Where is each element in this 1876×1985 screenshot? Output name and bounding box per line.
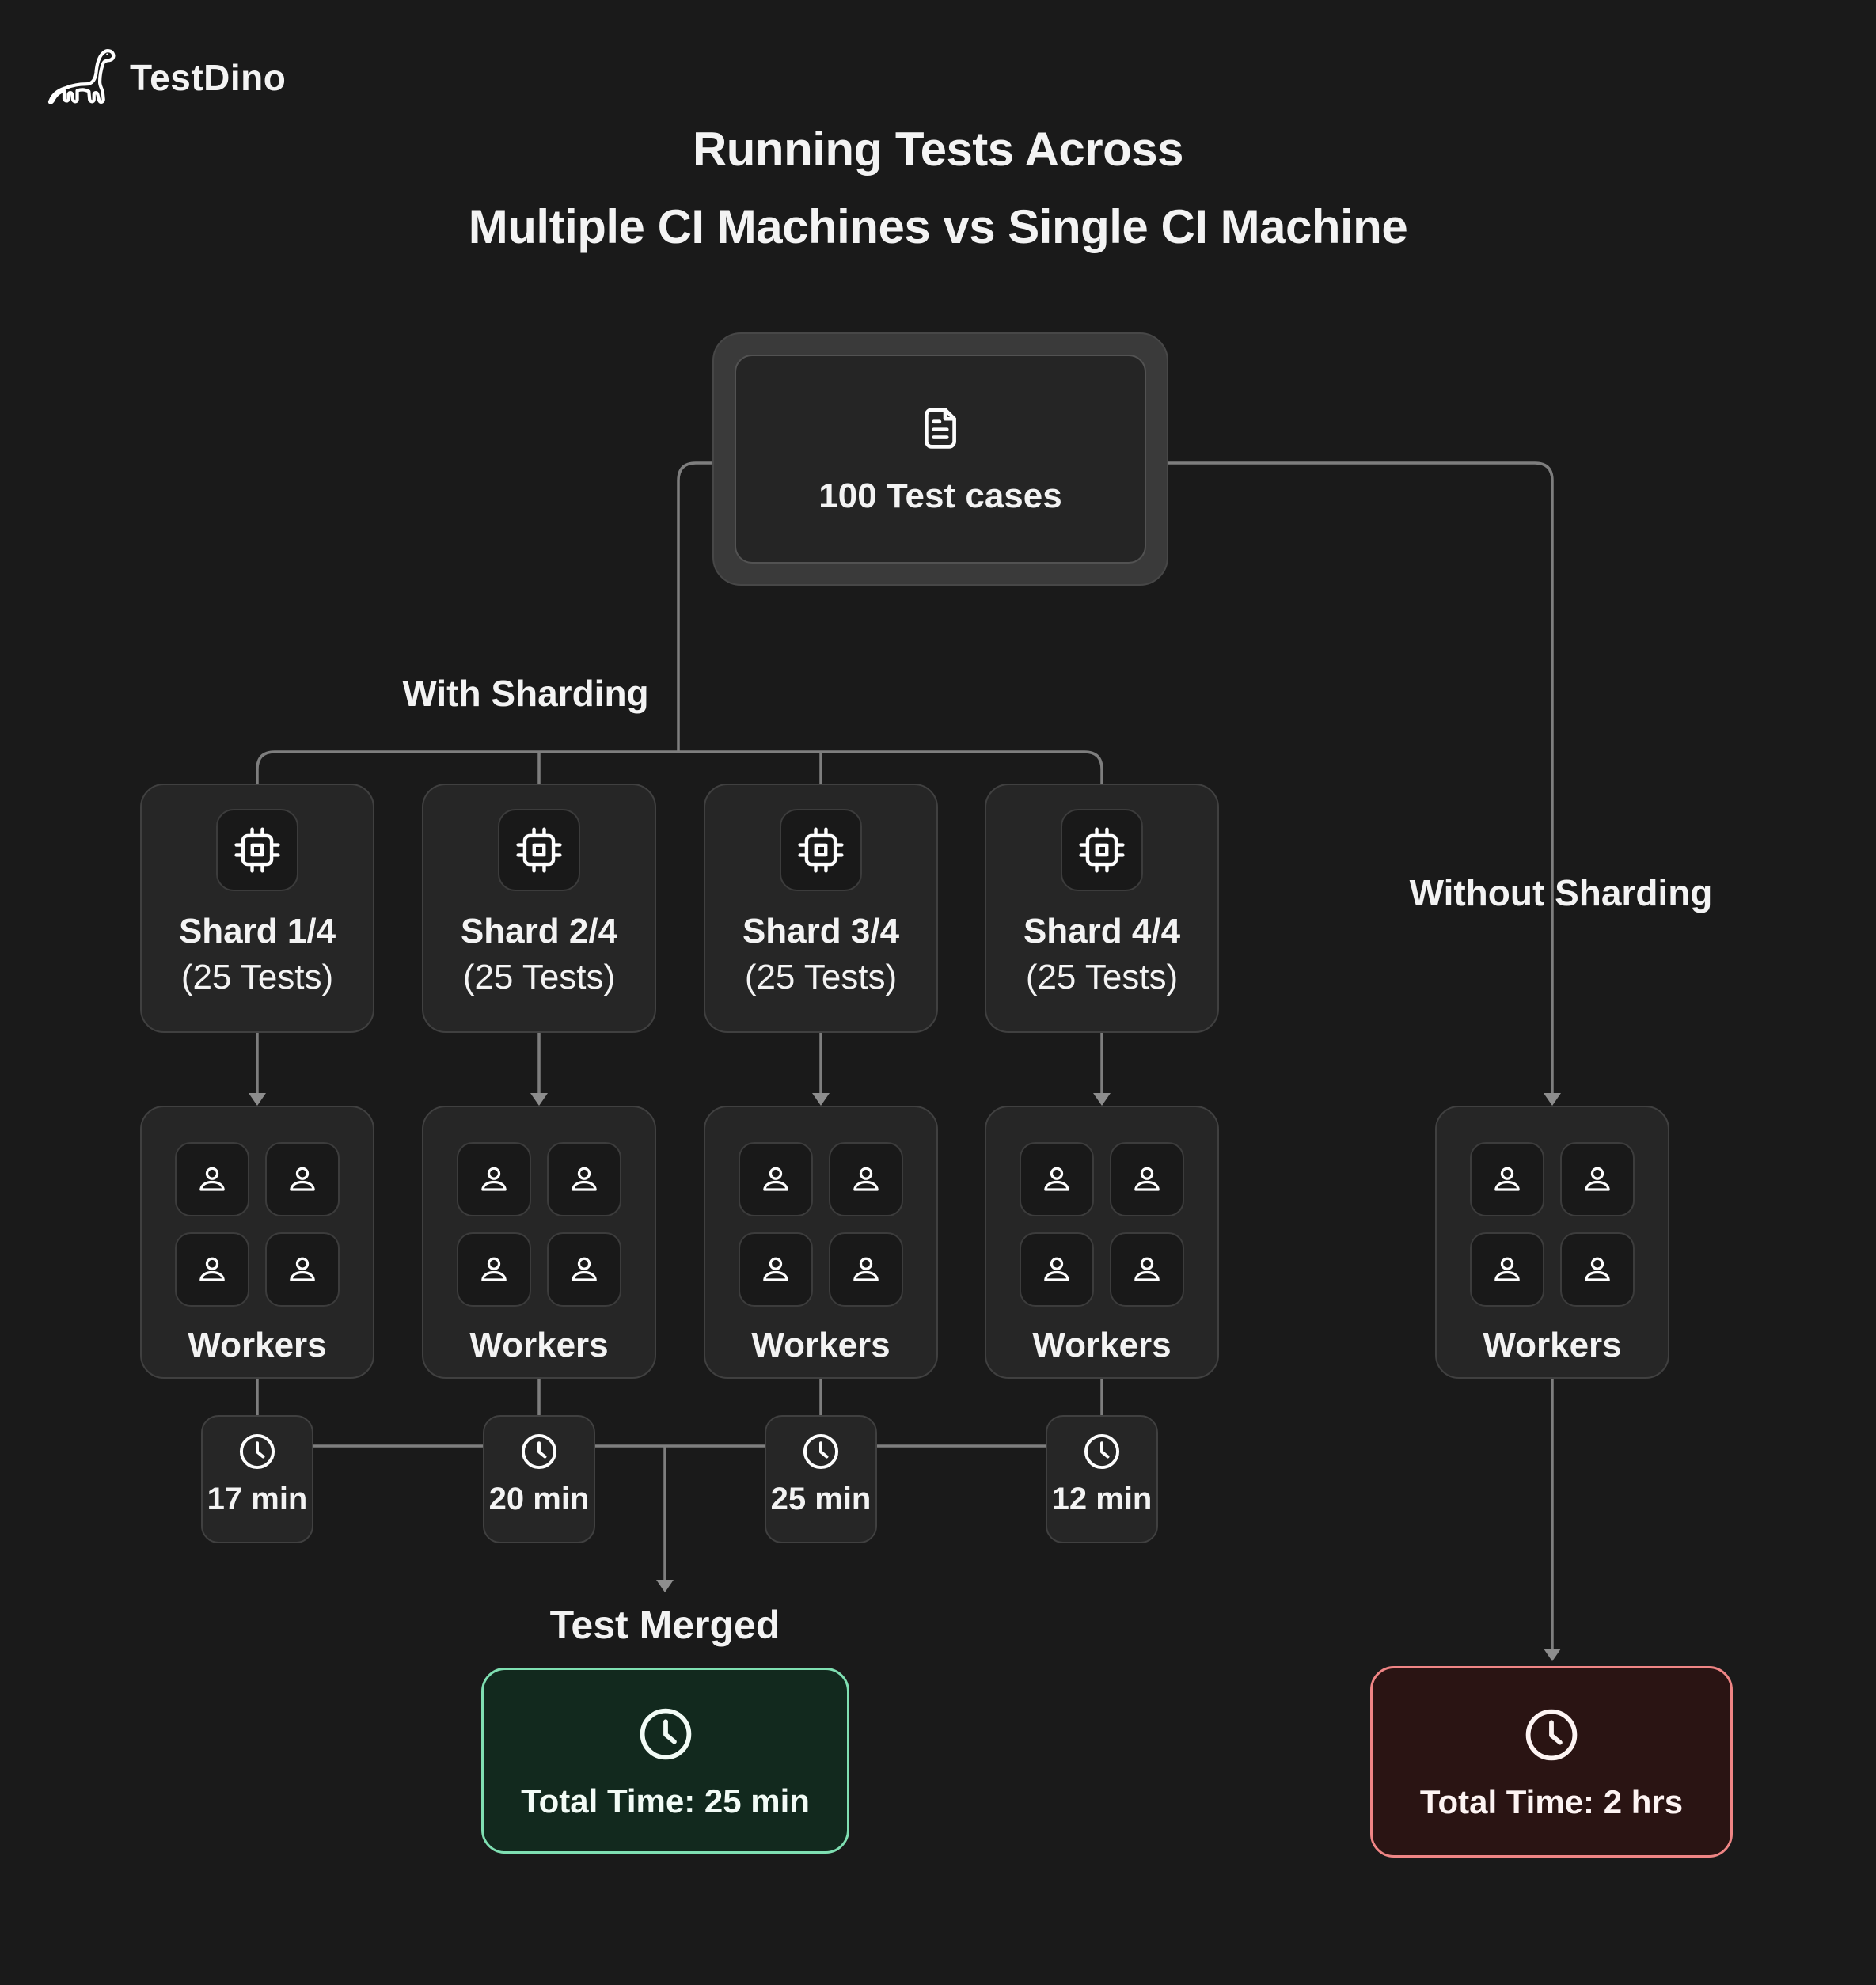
user-icon [481, 1167, 507, 1191]
shard-node-2: Shard 2/4 (25 Tests) [422, 784, 656, 1033]
page-title: Running Tests Across Multiple CI Machine… [0, 111, 1876, 266]
cpu-icon [1077, 826, 1126, 875]
shard-time-4: 12 min [1046, 1415, 1158, 1543]
total-time-sharded-label: Total Time: 25 min [521, 1782, 810, 1820]
clock-icon [239, 1433, 275, 1470]
clock-icon [803, 1433, 839, 1470]
user-icon [199, 1257, 225, 1281]
user-icon [1044, 1167, 1069, 1191]
arrowhead [249, 1093, 1561, 1661]
shard-title: Shard 3/4 [742, 912, 900, 951]
clock-icon [1519, 1702, 1584, 1767]
file-text-icon [914, 402, 966, 454]
total-time-single-label: Total Time: 2 hrs [1419, 1783, 1684, 1820]
workers-node-shard-1: Workers [140, 1106, 374, 1379]
shard-subtitle: (25 Tests) [180, 958, 334, 996]
user-icon [1134, 1167, 1160, 1191]
user-icon [763, 1167, 788, 1191]
user-icon [763, 1257, 788, 1281]
user-icon [481, 1257, 507, 1281]
user-icon [1044, 1257, 1069, 1281]
dinosaur-icon [47, 49, 116, 104]
time-label: 12 min [1051, 1482, 1153, 1516]
shard-title: Shard 1/4 [178, 912, 336, 951]
shard-subtitle: (25 Tests) [744, 958, 898, 996]
shard-time-2: 20 min [483, 1415, 595, 1543]
brand-logo: TestDino [46, 43, 286, 112]
total-time-single-box: Total Time: 2 hrs [1370, 1666, 1733, 1858]
shard-title: Shard 4/4 [1023, 912, 1181, 951]
workers-label: Workers [1483, 1326, 1622, 1364]
shard-node-3: Shard 3/4 (25 Tests) [704, 784, 938, 1033]
root-node-label: 100 Test cases [818, 476, 1062, 515]
user-icon [1134, 1257, 1160, 1281]
shard-title: Shard 2/4 [460, 912, 618, 951]
user-icon [1585, 1257, 1610, 1281]
user-icon [853, 1257, 879, 1281]
shard-time-1: 17 min [201, 1415, 313, 1543]
total-time-sharded-box: Total Time: 25 min [481, 1668, 849, 1854]
title-line-1: Running Tests Across [692, 123, 1184, 176]
time-label: 25 min [770, 1482, 872, 1516]
workers-label: Workers [1032, 1326, 1172, 1364]
user-icon [290, 1167, 315, 1191]
shard-node-1: Shard 1/4 (25 Tests) [140, 784, 374, 1033]
clock-icon [1084, 1433, 1120, 1470]
clock-icon [633, 1702, 698, 1767]
workers-label: Workers [751, 1326, 891, 1364]
root-node-test-cases: 100 Test cases [712, 332, 1168, 586]
shard-subtitle: (25 Tests) [462, 958, 616, 996]
workers-label: Workers [469, 1326, 609, 1364]
shard-time-3: 25 min [765, 1415, 877, 1543]
workers-node-single-machine: Workers [1435, 1106, 1669, 1379]
clock-icon [521, 1433, 557, 1470]
cpu-icon [796, 826, 845, 875]
shard-subtitle: (25 Tests) [1025, 958, 1179, 996]
user-icon [572, 1167, 597, 1191]
user-icon [1494, 1257, 1520, 1281]
title-line-2: Multiple CI Machines vs Single CI Machin… [468, 200, 1408, 253]
user-icon [1494, 1167, 1520, 1191]
time-label: 20 min [488, 1482, 590, 1516]
workers-node-shard-2: Workers [422, 1106, 656, 1379]
cpu-icon [233, 826, 282, 875]
cpu-icon [515, 826, 564, 875]
workers-label: Workers [188, 1326, 327, 1364]
with-sharding-label: With Sharding [402, 673, 649, 714]
user-icon [1585, 1167, 1610, 1191]
shard-node-4: Shard 4/4 (25 Tests) [985, 784, 1219, 1033]
workers-node-shard-3: Workers [704, 1106, 938, 1379]
user-icon [290, 1257, 315, 1281]
user-icon [572, 1257, 597, 1281]
user-icon [199, 1167, 225, 1191]
without-sharding-label: Without Sharding [1409, 872, 1713, 913]
time-label: 17 min [207, 1482, 308, 1516]
brand-name: TestDino [130, 57, 287, 98]
workers-node-shard-4: Workers [985, 1106, 1219, 1379]
test-merged-heading: Test Merged [549, 1603, 780, 1647]
user-icon [853, 1167, 879, 1191]
